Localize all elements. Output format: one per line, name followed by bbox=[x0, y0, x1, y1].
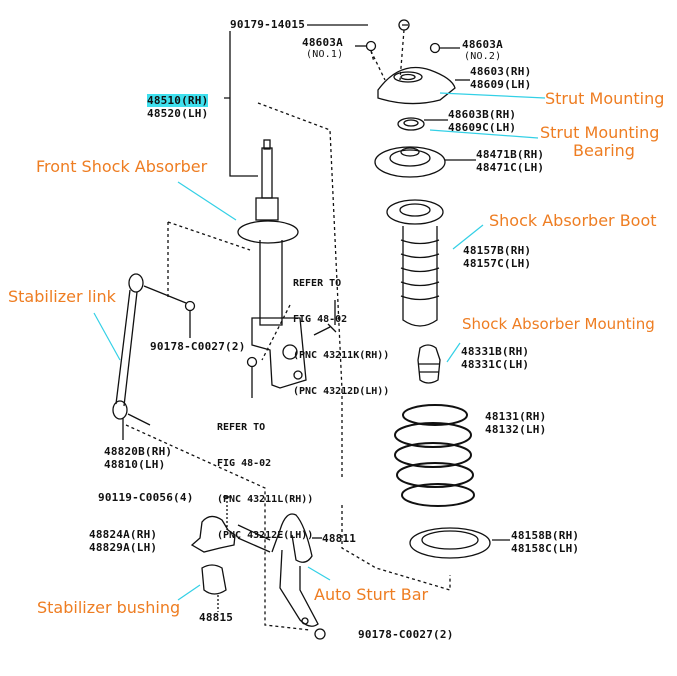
pn-shock-lh: 48520(LH) bbox=[147, 107, 209, 120]
callout-strut-mounting: Strut Mounting bbox=[545, 89, 665, 108]
coil-spring-drawing bbox=[394, 404, 475, 507]
shock-absorber-drawing bbox=[237, 139, 307, 389]
pn-nut-no1-sub: (NO.1) bbox=[306, 49, 344, 60]
pn-nut-no2-sub: (NO.2) bbox=[464, 51, 502, 62]
pn-bracket-lh: 48829A(LH) bbox=[89, 541, 158, 554]
lower-seat-drawing bbox=[409, 527, 510, 559]
pn-link-lh: 48810(LH) bbox=[104, 458, 166, 471]
pn-mount-rh: 48603(RH) bbox=[470, 65, 532, 78]
pn-bearing-lh: 48609C(LH) bbox=[448, 121, 517, 134]
pn-bracket-bolt: 90119-C0056(4) bbox=[98, 491, 194, 504]
callout-shock-absorber-boot: Shock Absorber Boot bbox=[489, 211, 657, 230]
upper-seat-drawing bbox=[374, 146, 476, 178]
pn-link-nut: 90178-C0027(2) bbox=[150, 340, 246, 353]
stabilizer-link-drawing bbox=[112, 273, 187, 440]
callout-strut-mounting-bearing-2: Bearing bbox=[573, 141, 635, 160]
pn-seat-rh: 48471B(RH) bbox=[476, 148, 545, 161]
pn-nut-no2: 48603A bbox=[462, 38, 503, 51]
pn-nut-top: 90179-14015 bbox=[228, 18, 308, 31]
reference-line: (PNC 43212E(LH)) bbox=[217, 530, 314, 541]
pn-link-rh: 48820B(RH) bbox=[104, 445, 173, 458]
pn-nut-no1: 48603A bbox=[302, 36, 343, 49]
leader-boot bbox=[452, 224, 484, 250]
leader-bearing bbox=[429, 129, 539, 139]
reference-line: FIG 48-02 bbox=[217, 458, 272, 469]
callout-strut-mounting-bearing-1: Strut Mounting bbox=[540, 123, 660, 142]
reference-line: (PNC 43212D(LH)) bbox=[293, 386, 390, 397]
pn-seat-lh: 48471C(LH) bbox=[476, 161, 545, 174]
bracket-drawing bbox=[190, 515, 236, 553]
stabilizer-bar-drawing bbox=[271, 513, 319, 627]
pn-spring-lh: 48132(LH) bbox=[485, 423, 547, 436]
reference-upper: REFER TO FIG 48-02 (PNC 43211K(RH)) (PNC… bbox=[293, 254, 389, 422]
pn-lower-seat-rh: 48158B(RH) bbox=[511, 529, 580, 542]
reference-line: (PNC 43211K(RH)) bbox=[293, 350, 390, 361]
boot-drawing bbox=[386, 199, 444, 327]
highlighted-part-number: 48510(RH) bbox=[147, 94, 209, 107]
callout-stabilizer-bushing: Stabilizer bushing bbox=[37, 598, 181, 617]
reference-line: REFER TO bbox=[217, 422, 266, 433]
bearing-drawing bbox=[397, 117, 448, 131]
reference-line: (PNC 43211L(RH)) bbox=[217, 494, 314, 505]
leader-stab-link bbox=[93, 312, 121, 361]
pn-shock-rh: 48510(RH) bbox=[147, 94, 209, 107]
nut-no1-icon bbox=[365, 40, 377, 52]
bump-stop-drawing bbox=[417, 344, 441, 384]
callout-shock-absorber-mounting: Shock Absorber Mounting bbox=[462, 315, 655, 333]
pn-mount-lh: 48609(LH) bbox=[470, 78, 532, 91]
reference-line: FIG 48-02 bbox=[293, 314, 348, 325]
pn-bearing-rh: 48603B(RH) bbox=[448, 108, 517, 121]
pn-bumper-lh: 48331C(LH) bbox=[461, 358, 530, 371]
leader-strut-mounting bbox=[439, 92, 546, 99]
strut-mount-drawing bbox=[377, 66, 470, 105]
pn-bumper-rh: 48331B(RH) bbox=[461, 345, 530, 358]
pn-bracket-rh: 48824A(RH) bbox=[89, 528, 158, 541]
pn-bar-nut: 90178-C0027(2) bbox=[358, 628, 454, 641]
pn-stab-bar: 48811 bbox=[322, 532, 357, 545]
leader-bushing bbox=[177, 584, 201, 601]
reference-lower: REFER TO FIG 48-02 (PNC 43211L(RH)) (PNC… bbox=[217, 398, 313, 566]
callout-auto-strut-bar: Auto Sturt Bar bbox=[314, 585, 429, 604]
nut-no2-icon bbox=[429, 42, 441, 54]
callout-stabilizer-link: Stabilizer link bbox=[8, 287, 116, 306]
pn-lower-seat-lh: 48158C(LH) bbox=[511, 542, 580, 555]
callout-front-shock-absorber: Front Shock Absorber bbox=[36, 157, 208, 176]
bushing-drawing bbox=[201, 564, 227, 595]
leader-front-shock bbox=[177, 181, 237, 221]
leader-strut-bar bbox=[307, 566, 331, 581]
reference-line: REFER TO bbox=[293, 278, 342, 289]
pn-spring-rh: 48131(RH) bbox=[485, 410, 547, 423]
leader-bump-stop bbox=[446, 342, 461, 363]
pn-boot-lh: 48157C(LH) bbox=[463, 257, 532, 270]
pn-bushing: 48815 bbox=[199, 611, 234, 624]
pn-boot-rh: 48157B(RH) bbox=[463, 244, 532, 257]
